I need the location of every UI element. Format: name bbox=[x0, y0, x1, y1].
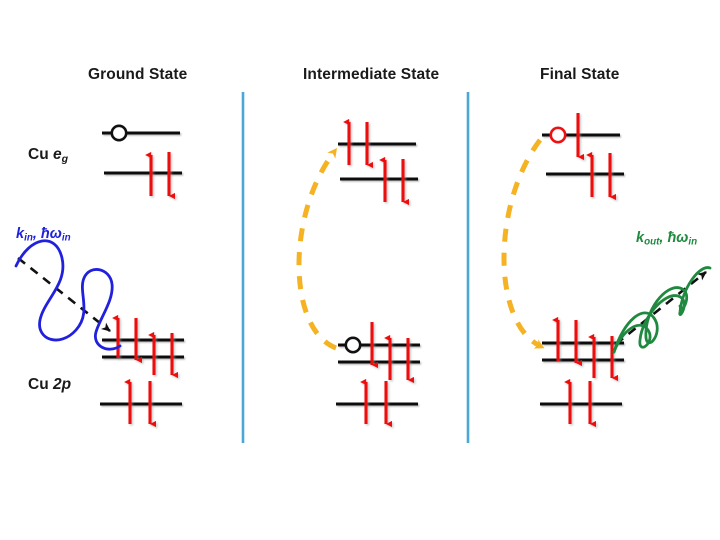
panel-title-ground-state: Ground State bbox=[88, 66, 188, 83]
orbital-label-cu-eg: Cu eg bbox=[28, 146, 68, 165]
intermediate-eg-levels bbox=[338, 142, 418, 181]
photon-out-label: kout, ħωin bbox=[636, 230, 697, 248]
hole-circle-2p-upper bbox=[344, 336, 362, 354]
transition-arrow-down-final bbox=[501, 138, 545, 349]
ground-2p-levels bbox=[100, 338, 184, 406]
photon-out-energy: ħω bbox=[667, 230, 689, 246]
panel-ground-state bbox=[14, 112, 184, 428]
orbital-label-cu-eg-element: Cu bbox=[28, 146, 49, 163]
photon-out-energy-subscript: in bbox=[688, 236, 698, 248]
orbital-label-cu-2p-element: Cu bbox=[28, 376, 49, 393]
panel-title-intermediate-state: Intermediate State bbox=[303, 66, 440, 83]
photon-out-k-subscript: out bbox=[644, 236, 660, 248]
final-2p-levels bbox=[540, 341, 624, 406]
photon-in-k-subscript: in bbox=[24, 232, 33, 244]
outgoing-photon bbox=[612, 266, 712, 354]
panel-dividers bbox=[241, 92, 470, 443]
photon-in-k: k bbox=[16, 226, 25, 242]
photon-in-energy-subscript: in bbox=[61, 232, 71, 244]
orbital-label-cu-eg-subscript: g bbox=[61, 152, 69, 165]
panel-intermediate-state bbox=[296, 118, 420, 428]
photon-out-ray bbox=[615, 270, 707, 346]
hole-circle-eg-upper bbox=[549, 126, 567, 144]
orbital-label-cu-eg-orbital: e bbox=[52, 146, 62, 163]
photon-in-energy: ħω bbox=[40, 226, 62, 242]
photon-out-wave-2 bbox=[612, 286, 689, 354]
photon-in-ray bbox=[17, 256, 111, 333]
orbital-label-cu-2p-orbital: 2p bbox=[52, 376, 72, 393]
photon-in-label: kin, ħωin bbox=[16, 226, 71, 244]
photon-out-separator: , bbox=[659, 230, 668, 246]
orbital-label-cu-2p: Cu 2p bbox=[28, 376, 71, 394]
hole-circle-eg-upper bbox=[110, 124, 128, 142]
panel-final-state bbox=[501, 113, 712, 428]
transition-arrow-up-intermediate bbox=[296, 147, 338, 351]
photon-in-separator: , bbox=[32, 226, 41, 242]
incoming-photon bbox=[14, 239, 122, 351]
photon-out-k: k bbox=[636, 230, 645, 246]
photon-in-wave bbox=[14, 239, 122, 351]
panel-title-final-state: Final State bbox=[540, 66, 620, 83]
